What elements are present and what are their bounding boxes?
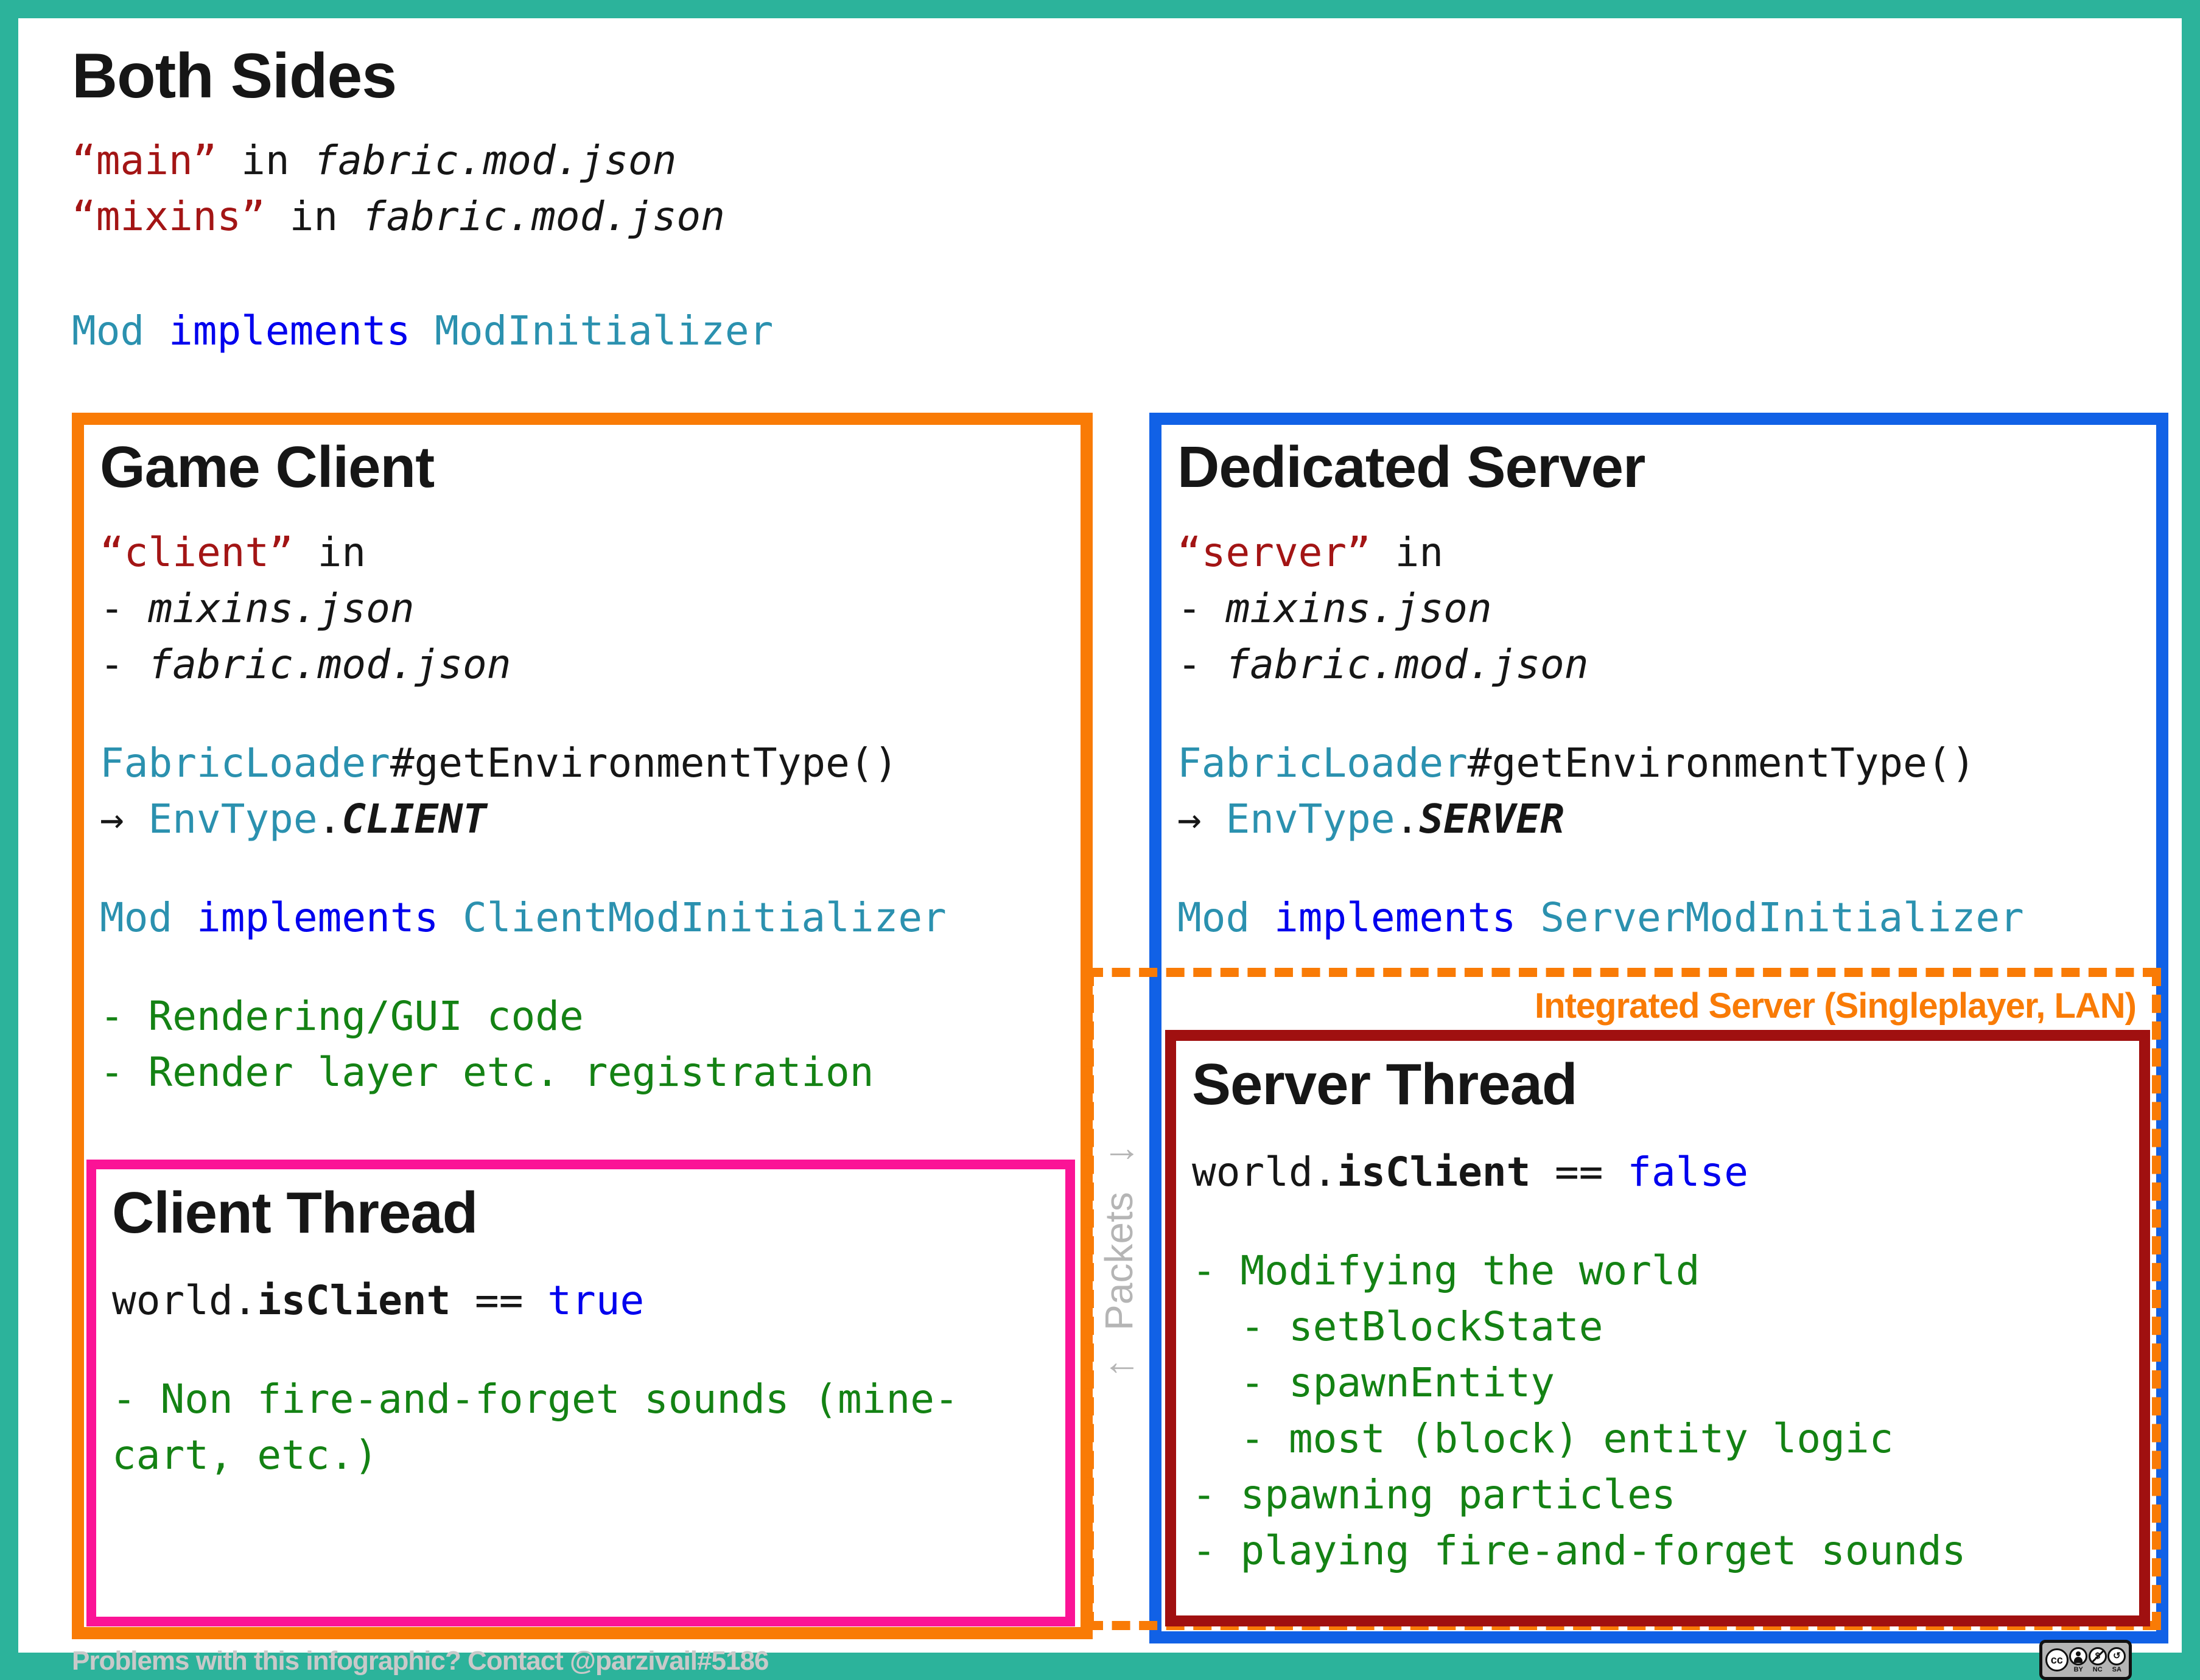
code-line: - most (block) entity logic [1192,1415,1894,1462]
cc-sa-arrow-icon: ↺ [2107,1647,2126,1665]
code-line: “mixins” in fabric.mod.json [72,193,725,240]
code-line: - mixins.json [100,584,415,632]
code-block: “client” in - mixins.json - fabric.mod.jso… [100,525,1065,693]
code-line: - spawnEntity [1192,1359,1555,1406]
cc-logo-icon: cc [2045,1648,2069,1671]
cc-by-person-icon [2069,1647,2088,1665]
client-thread-box: Client Thread world.isClient == true - No… [86,1160,1075,1626]
cc-nc-cell: $ NC [2088,1647,2107,1673]
code-line: - setBlockState [1192,1303,1603,1350]
code-block: “main” in fabric.mod.json “mixins” in fab… [72,133,773,245]
code-line: → EnvType.SERVER [1177,795,1564,842]
client-thread-code: world.isClient == true - Non fire-and-for… [112,1273,1049,1483]
packets-flow-label: ↑ Packets ↓ [1097,1144,1141,1378]
code-line: FabricLoader#getEnvironmentType() [1177,739,1976,786]
code-line: “client” in [100,528,366,576]
code-line: - Non fire-and-forget sounds (mine- [112,1375,959,1423]
code-line: Mod implements ModInitializer [72,307,774,355]
code-line: world.isClient == true [112,1276,645,1324]
page-title: Both Sides [72,41,397,111]
code-line: Mod implements ServerModInitializer [1177,894,2024,941]
header-code: “main” in fabric.mod.json “mixins” in fab… [72,133,773,359]
code-line: - Modifying the world [1192,1247,1700,1294]
code-line: - fabric.mod.json [100,640,511,688]
cc-by-cell: BY [2069,1647,2088,1673]
code-line: “main” in fabric.mod.json [72,137,677,184]
code-block: - Non fire-and-forget sounds (mine-cart,… [112,1371,1049,1483]
server-thread-box: Server Thread world.isClient == false - M… [1165,1030,2150,1626]
code-line: “server” in [1177,528,1444,576]
code-line: - spawning particles [1192,1471,1676,1518]
code-block: Mod implements ClientModInitializer [100,890,1065,946]
cc-sa-cell: ↺ SA [2107,1647,2126,1673]
cc-logo-cell: cc [2045,1648,2069,1671]
code-line: - fabric.mod.json [1177,640,1589,688]
code-block: world.isClient == true [112,1273,1049,1329]
cc-license-badge: cc BY $ NC ↺ SA [2039,1640,2132,1680]
code-block: FabricLoader#getEnvironmentType() → EnvTy… [100,735,1065,847]
code-line: cart, etc.) [112,1431,379,1479]
code-block: - Rendering/GUI code - Render layer etc. … [100,989,1065,1101]
footer-contact-note: Problems with this infographic? Contact … [72,1646,769,1676]
code-block: FabricLoader#getEnvironmentType() → EnvTy… [1177,735,2140,847]
cc-nc-label: NC [2092,1665,2103,1673]
game-client-title: Game Client [100,435,435,500]
server-thread-code: world.isClient == false - Modifying the w… [1192,1144,2123,1579]
code-line: - Render layer etc. registration [100,1048,874,1096]
cc-by-label: BY [2073,1665,2083,1673]
code-line: FabricLoader#getEnvironmentType() [100,739,899,786]
code-line: → EnvType.CLIENT [100,795,487,842]
code-block: “server” in - mixins.json - fabric.mod.jso… [1177,525,2140,693]
code-block: world.isClient == false [1192,1144,2123,1200]
cc-nc-dollar-icon: $ [2088,1647,2107,1665]
server-thread-title: Server Thread [1192,1052,1578,1117]
header-section: Both Sides “main” in fabric.mod.json “mix… [72,41,773,359]
code-block: - Modifying the world - setBlockState - … [1192,1243,2123,1579]
dedicated-server-code: “server” in - mixins.json - fabric.mod.jso… [1177,525,2140,946]
code-line: - playing fire-and-forget sounds [1192,1527,1966,1574]
code-line: - Rendering/GUI code [100,992,584,1040]
infographic-canvas: Both Sides “main” in fabric.mod.json “mix… [18,18,2182,1680]
code-line: world.isClient == false [1192,1148,1748,1195]
cc-sa-label: SA [2112,1665,2121,1673]
code-block: Mod implements ServerModInitializer [1177,890,2140,946]
game-client-code: “client” in - mixins.json - fabric.mod.jso… [100,525,1065,1101]
code-block: Mod implements ModInitializer [72,303,773,359]
client-thread-title: Client Thread [112,1180,478,1245]
code-line: - mixins.json [1177,584,1492,632]
dedicated-server-title: Dedicated Server [1177,435,1645,500]
code-line: Mod implements ClientModInitializer [100,894,947,941]
